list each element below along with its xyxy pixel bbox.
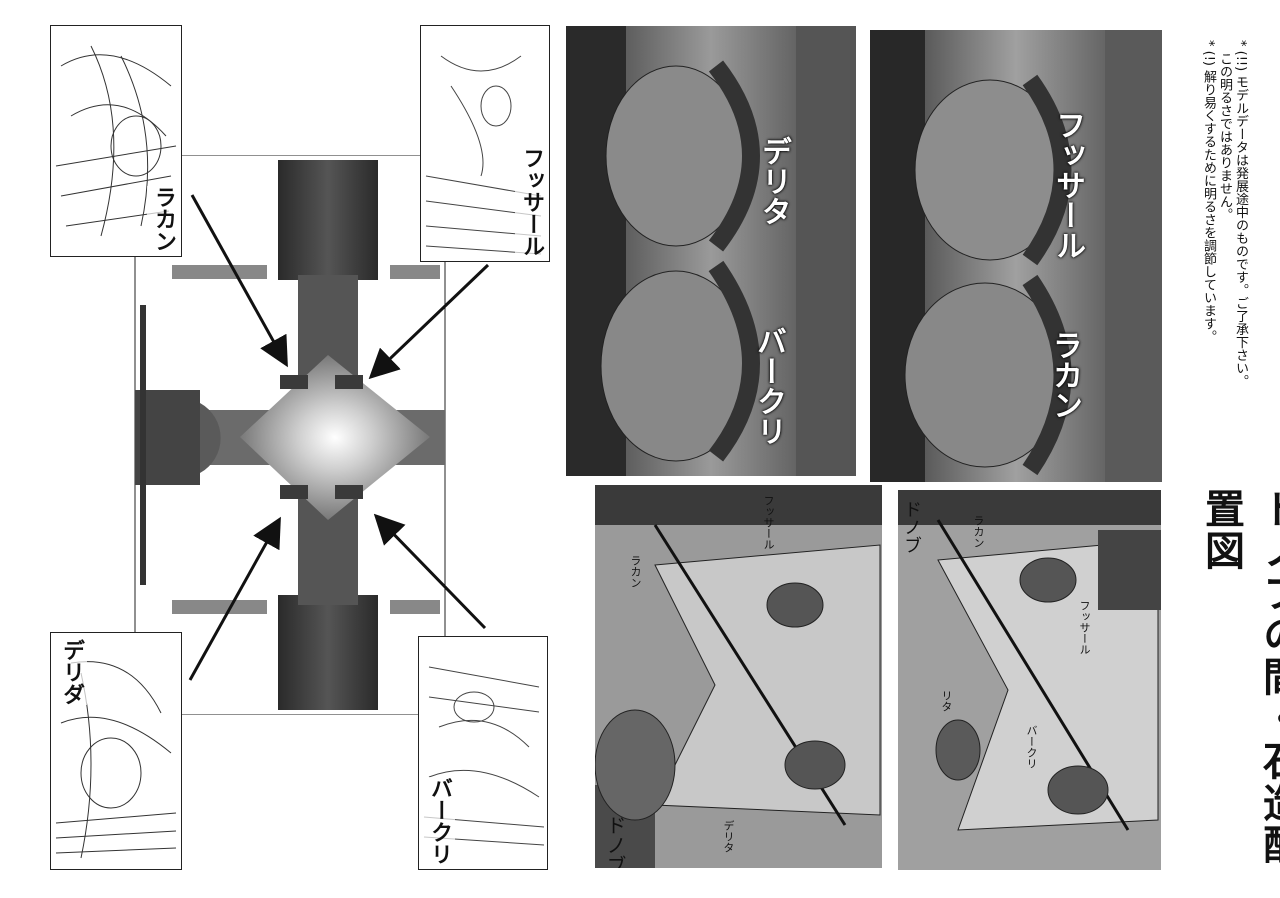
scene-label: リタ [940,690,953,712]
arrow-to-fussaal [368,263,490,380]
scene-label: ラカン [972,515,985,548]
statue-label: デリタ [756,136,791,226]
render-panel-2: フッサール ラカン [870,30,1162,482]
sketch-label: フッサール [515,147,547,257]
scene-label: ラカン [629,555,642,588]
scene-label: ドノブ [901,500,922,554]
scene-image [595,485,882,868]
sketch-bottom-right: バークリ [418,636,548,870]
sketch-top-right: フッサール [420,25,550,262]
arrow-to-derida [188,516,281,681]
scene-label: バークリ [1025,725,1038,769]
render-image [870,30,1162,482]
statue-label: バークリ [751,326,786,446]
sketch-label: デリダ [55,639,87,705]
sketch-bottom-left: デリダ [50,632,182,870]
floor-plan [130,154,450,716]
page-title: ドノブの間・石造配置図 [1198,488,1280,866]
scene-image [898,490,1161,870]
floor-plan-drawing [134,154,446,716]
scene-label: フッサール [1078,600,1091,655]
scene-label: デリタ [722,820,735,853]
note-line: この明るさではありません。 [1217,52,1232,221]
scene-panel-2: ドノブ ラカン リタ フッサール バークリ [898,490,1161,870]
sketch-drawing [55,45,177,237]
scene-label: ドノブ [603,815,627,868]
sketch-label: バークリ [423,777,455,865]
notes: * (!) 解り易くするために明るさを調節しています。 この明るさではありません… [1190,40,1250,470]
sketch-top-left: ラカン [50,25,182,257]
note-line: * (!!) モデルデータは発展途中のものです。ご了承下さい。 [1233,40,1248,388]
scene-panel-1: ドノブ デリタ ラカン フッサール [595,485,882,868]
statue-label: ラカン [1047,330,1082,420]
note-line: * (!) 解り易くするために明るさを調節しています。 [1201,40,1216,344]
sketch-label: ラカン [147,186,179,252]
statue-label: フッサール [1050,110,1085,260]
scene-label: フッサール [762,495,775,550]
render-image [566,26,856,476]
render-panel-1: デリタ バークリ [566,26,856,476]
arrow-to-barkuri [373,513,487,630]
arrow-to-rakan [190,194,288,368]
